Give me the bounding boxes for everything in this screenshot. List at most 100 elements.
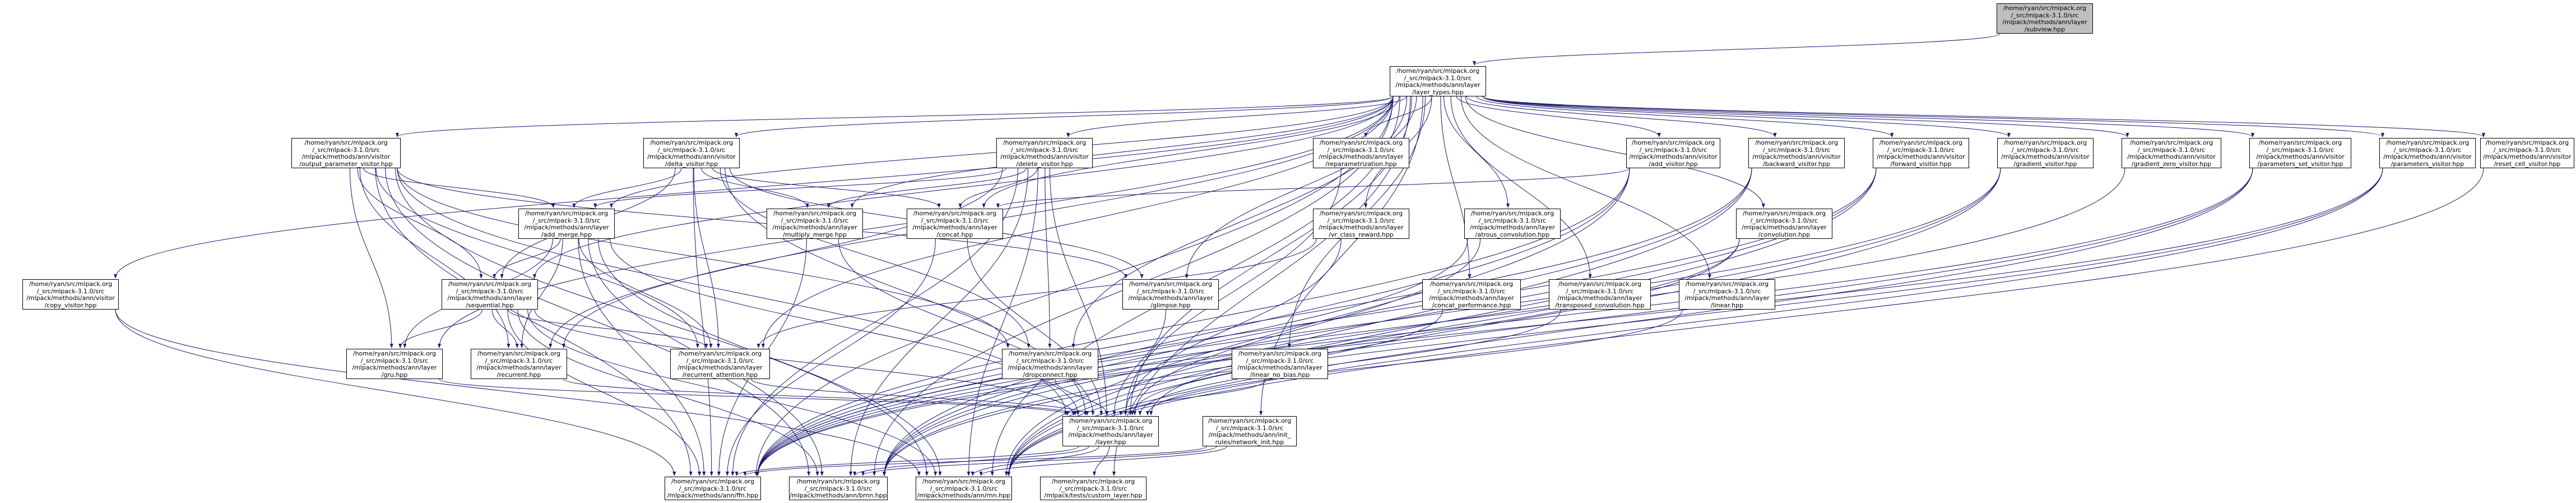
include-edge bbox=[578, 238, 713, 348]
node-label-line: /_src/mlpack-3.1.0/src bbox=[2393, 146, 2462, 154]
graph-node-recurrent[interactable]: /home/ryan/src/mlpack.org/_src/mlpack-3.… bbox=[471, 349, 567, 379]
node-label-line: /home/ryan/src/mlpack.org bbox=[1002, 140, 1087, 146]
include-edge bbox=[971, 446, 1099, 476]
node-label-line: /backward_visitor.hpp bbox=[1763, 160, 1830, 168]
node-label-line: /_src/mlpack-3.1.0/src bbox=[485, 357, 553, 364]
include-edge bbox=[853, 446, 1089, 476]
graph-node-rnn[interactable]: /home/ryan/src/mlpack.org/_src/mlpack-3.… bbox=[916, 477, 1012, 500]
include-edge bbox=[363, 168, 555, 208]
graph-node-ffn[interactable]: /home/ryan/src/mlpack.org/_src/mlpack-3.… bbox=[665, 477, 761, 500]
graph-node-layer_types[interactable]: /home/ryan/src/mlpack.org/_src/mlpack-3.… bbox=[1390, 66, 1486, 96]
include-edge bbox=[1066, 96, 1407, 137]
graph-node-concat[interactable]: /home/ryan/src/mlpack.org/_src/mlpack-3.… bbox=[907, 209, 1003, 239]
graph-node-multiply_merge[interactable]: /home/ryan/src/mlpack.org/_src/mlpack-3.… bbox=[767, 209, 863, 239]
graph-node-convolution[interactable]: /home/ryan/src/mlpack.org/_src/mlpack-3.… bbox=[1736, 209, 1832, 239]
node-label-line: /layer_types.hpp bbox=[1412, 89, 1464, 96]
graph-node-sequential[interactable]: /home/ryan/src/mlpack.org/_src/mlpack-3.… bbox=[442, 279, 538, 310]
include-edge bbox=[1119, 379, 1267, 416]
include-edge bbox=[1133, 238, 1481, 416]
include-edge bbox=[114, 96, 1394, 279]
node-label-line: /_src/mlpack-3.1.0/src bbox=[1762, 146, 1831, 154]
node-label-line: /_src/mlpack-3.1.0/src bbox=[2137, 146, 2206, 154]
node-label-line: /atrous_convolution.hpp bbox=[1475, 231, 1550, 238]
graph-node-linear[interactable]: /home/ryan/src/mlpack.org/_src/mlpack-3.… bbox=[1679, 279, 1775, 310]
include-edge bbox=[1450, 96, 1592, 279]
graph-node-add_visitor[interactable]: /home/ryan/src/mlpack.org/_src/mlpack-3.… bbox=[1626, 138, 1720, 168]
graph-node-gradient_zero_visitor[interactable]: /home/ryan/src/mlpack.org/_src/mlpack-3.… bbox=[2122, 138, 2221, 168]
node-label-line: /home/ryan/src/mlpack.org bbox=[2258, 140, 2342, 146]
graph-node-concat_performance[interactable]: /home/ryan/src/mlpack.org/_src/mlpack-3.… bbox=[1422, 279, 1521, 310]
node-label-line: /_src/mlpack-3.1.0/src bbox=[679, 485, 747, 492]
node-label-line: /_src/mlpack-3.1.0/src bbox=[686, 357, 754, 364]
graph-node-delete_visitor[interactable]: /home/ryan/src/mlpack.org/_src/mlpack-3.… bbox=[996, 138, 1093, 168]
node-label-line: /_src/mlpack-3.1.0/src bbox=[1566, 288, 1634, 295]
graph-node-glimpse[interactable]: /home/ryan/src/mlpack.org/_src/mlpack-3.… bbox=[1122, 279, 1219, 310]
node-label-line: /mlpack/methods/ann/visitor bbox=[2001, 154, 2090, 160]
node-label-line: /mlpack/methods/ann/layer bbox=[1684, 295, 1770, 302]
graph-node-gradient_visitor[interactable]: /home/ryan/src/mlpack.org/_src/mlpack-3.… bbox=[1997, 138, 2094, 168]
node-label-line: /home/ryan/src/mlpack.org bbox=[1879, 140, 1963, 146]
include-edge bbox=[357, 168, 483, 279]
graph-node-backward_visitor[interactable]: /home/ryan/src/mlpack.org/_src/mlpack-3.… bbox=[1748, 138, 1845, 168]
graph-node-transposed_convolution[interactable]: /home/ryan/src/mlpack.org/_src/mlpack-3.… bbox=[1549, 279, 1651, 310]
include-edge bbox=[398, 309, 482, 348]
graph-node-linear_no_bias[interactable]: /home/ryan/src/mlpack.org/_src/mlpack-3.… bbox=[1232, 349, 1328, 379]
node-label-line: /home/ryan/src/mlpack.org bbox=[1396, 68, 1480, 75]
graph-node-brnn[interactable]: /home/ryan/src/mlpack.org/_src/mlpack-3.… bbox=[789, 477, 888, 500]
include-edge bbox=[735, 96, 1394, 137]
include-edge bbox=[735, 446, 1079, 476]
node-label-line: /_src/mlpack-3.1.0/src bbox=[36, 288, 105, 295]
graph-node-reparametrization[interactable]: /home/ryan/src/mlpack.org/_src/mlpack-3.… bbox=[1313, 138, 1409, 168]
graph-node-vr_class_reward[interactable]: /home/ryan/src/mlpack.org/_src/mlpack-3.… bbox=[1313, 209, 1409, 239]
graph-node-add_merge[interactable]: /home/ryan/src/mlpack.org/_src/mlpack-3.… bbox=[518, 209, 615, 239]
node-label-line: /linear.hpp bbox=[1710, 302, 1744, 309]
graph-node-dropconnect[interactable]: /home/ryan/src/mlpack.org/_src/mlpack-3.… bbox=[1002, 349, 1098, 379]
include-edge bbox=[572, 168, 682, 208]
include-edge bbox=[507, 309, 702, 476]
graph-node-parameters_set_visitor[interactable]: /home/ryan/src/mlpack.org/_src/mlpack-3.… bbox=[2249, 138, 2351, 168]
node-label-line: /_src/mlpack-3.1.0/src bbox=[921, 217, 989, 224]
node-label-line: /_src/mlpack-3.1.0/src bbox=[1404, 75, 1472, 82]
node-label-line: /mlpack/methods/ann/layer bbox=[476, 364, 561, 371]
graph-node-recurrent_attention[interactable]: /home/ryan/src/mlpack.org/_src/mlpack-3.… bbox=[670, 349, 770, 379]
node-label-line: /home/ryan/src/mlpack.org bbox=[2129, 140, 2213, 146]
include-edge bbox=[533, 96, 1394, 279]
graph-node-forward_visitor[interactable]: /home/ryan/src/mlpack.org/_src/mlpack-3.… bbox=[1873, 138, 1969, 168]
include-edge bbox=[861, 446, 1217, 476]
include-edge bbox=[1055, 379, 1109, 416]
node-label-line: /home/ryan/src/mlpack.org bbox=[2003, 5, 2087, 12]
graph-node-layer[interactable]: /home/ryan/src/mlpack.org/_src/mlpack-3.… bbox=[1062, 416, 1159, 446]
graph-node-subview[interactable]: /home/ryan/src/mlpack.org/_src/mlpack-3.… bbox=[1997, 3, 2093, 34]
node-label-line: /home/ryan/src/mlpack.org bbox=[922, 478, 1006, 485]
node-label-line: /mlpack/methods/ann/visitor bbox=[1000, 154, 1089, 160]
node-label-line: /multiply_merge.hpp bbox=[783, 231, 847, 238]
graph-node-parameters_visitor[interactable]: /home/ryan/src/mlpack.org/_src/mlpack-3.… bbox=[2379, 138, 2476, 168]
node-label-line: /delete_visitor.hpp bbox=[1016, 160, 1073, 168]
node-label-line: /_src/mlpack-3.1.0/src bbox=[1693, 288, 1761, 295]
node-label-line: /home/ryan/src/mlpack.org bbox=[678, 350, 762, 357]
include-edge bbox=[838, 238, 1095, 416]
graph-node-reset_cell_visitor[interactable]: /home/ryan/src/mlpack.org/_src/mlpack-3.… bbox=[2480, 138, 2574, 168]
include-edge bbox=[996, 168, 1630, 208]
include-edge bbox=[1149, 238, 1740, 416]
graph-node-output_parameter_visitor[interactable]: /home/ryan/src/mlpack.org/_src/mlpack-3.… bbox=[291, 138, 401, 168]
graph-node-network_init[interactable]: /home/ryan/src/mlpack.org/_src/mlpack-3.… bbox=[1203, 416, 1297, 446]
node-label-line: /mlpack/methods/ann/visitor bbox=[1752, 154, 1841, 160]
graph-node-gru[interactable]: /home/ryan/src/mlpack.org/_src/mlpack-3.… bbox=[346, 349, 443, 379]
node-label-line: /home/ryan/src/mlpack.org bbox=[1238, 350, 1322, 357]
graph-node-copy_visitor[interactable]: /home/ryan/src/mlpack.org/_src/mlpack-3.… bbox=[22, 279, 119, 310]
graph-node-delta_visitor[interactable]: /home/ryan/src/mlpack.org/_src/mlpack-3.… bbox=[643, 138, 740, 168]
node-label-line: /home/ryan/src/mlpack.org bbox=[1069, 418, 1153, 424]
node-label-line: /mlpack/methods/ann/layer bbox=[1237, 364, 1322, 371]
node-label-line: /home/ryan/src/mlpack.org bbox=[2485, 140, 2569, 146]
include-edge bbox=[517, 309, 819, 476]
node-label-line: /mlpack/methods/ann/visitor bbox=[1629, 154, 1718, 160]
node-label-line: /_src/mlpack-3.1.0/src bbox=[1136, 288, 1205, 295]
node-label-line: /add_visitor.hpp bbox=[1649, 160, 1698, 168]
node-label-line: /home/ryan/src/mlpack.org bbox=[1129, 281, 1213, 288]
graph-node-atrous_convolution[interactable]: /home/ryan/src/mlpack.org/_src/mlpack-3.… bbox=[1464, 209, 1561, 239]
include-edge bbox=[508, 309, 708, 348]
node-label-line: /mlpack/methods/ann/visitor bbox=[2383, 154, 2472, 160]
node-label-line: /recurrent_attention.hpp bbox=[682, 371, 758, 379]
graph-node-custom_layer[interactable]: /home/ryan/src/mlpack.org/_src/mlpack-3.… bbox=[1040, 477, 1147, 500]
